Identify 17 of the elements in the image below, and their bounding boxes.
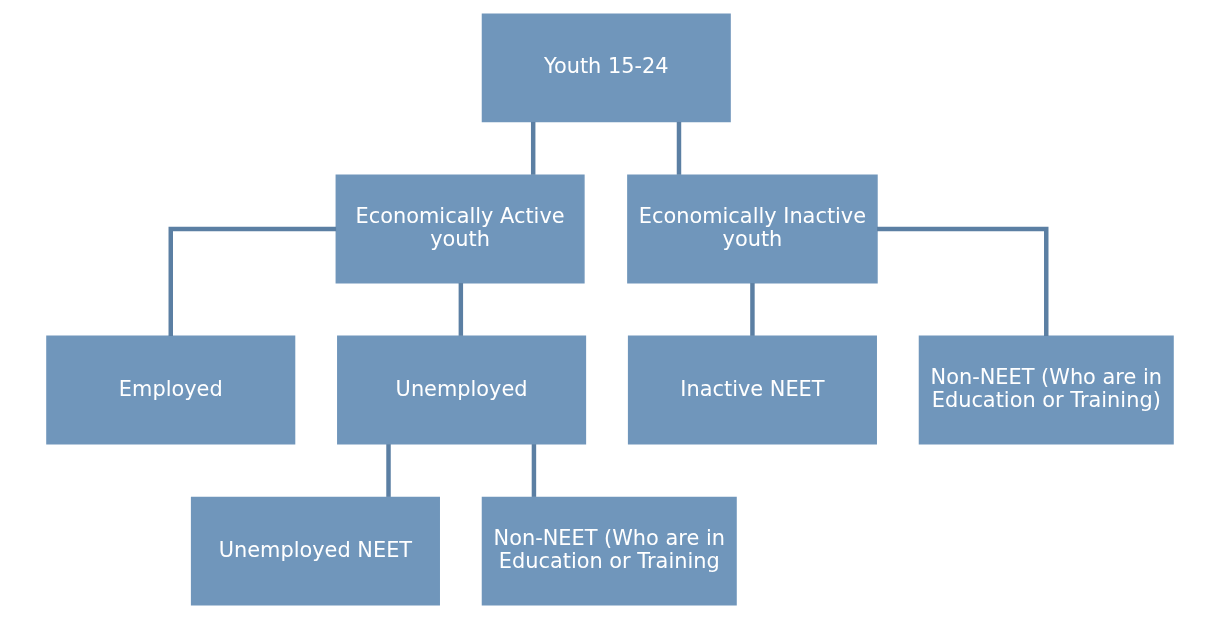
- connector: [676, 121, 681, 175]
- node-box: Inactive NEET: [627, 335, 877, 445]
- node-box: Economically Inactive youth: [626, 174, 878, 284]
- node-box: Employed: [45, 335, 295, 445]
- connector: [458, 283, 463, 336]
- connector: [876, 226, 1048, 336]
- connector: [530, 121, 535, 175]
- node-box: Non-NEET (Who are in Education or Training): [918, 335, 1174, 445]
- node-box: Youth 15-24: [481, 13, 731, 123]
- connector: [531, 444, 536, 497]
- node-box: Non-NEET (Who are in Education or Training: [481, 496, 737, 606]
- node-box: Unemployed NEET: [190, 496, 440, 606]
- node-box: Economically Active youth: [335, 174, 585, 284]
- connector: [168, 226, 336, 336]
- node-box: Unemployed: [336, 335, 586, 445]
- connector: [749, 283, 755, 336]
- connector: [385, 444, 391, 497]
